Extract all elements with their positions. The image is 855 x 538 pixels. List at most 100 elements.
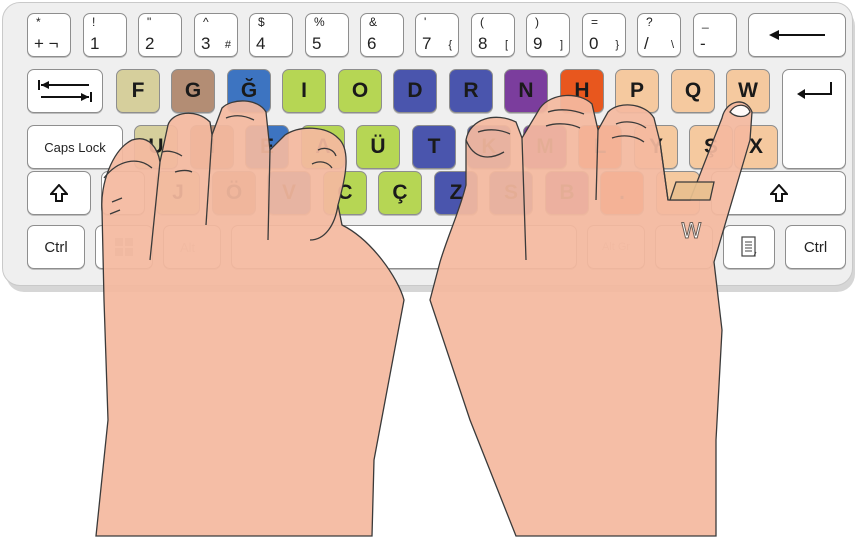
key-top-legend: " <box>147 16 151 29</box>
key-0[interactable]: = 0 } <box>582 13 626 57</box>
key-bottom-legend: 2 <box>145 35 154 53</box>
caps-lock-key[interactable]: Caps Lock <box>27 125 123 169</box>
key-r[interactable]: R <box>449 69 493 113</box>
key-8[interactable]: ( 8 [ <box>471 13 515 57</box>
key-7[interactable]: ' 7 { <box>415 13 459 57</box>
key-k[interactable]: K <box>467 125 511 169</box>
key-asterisk-plus[interactable]: * + ¬ <box>27 13 71 57</box>
shift-arrow-icon <box>50 184 68 202</box>
key-h[interactable]: H <box>560 69 604 113</box>
key-altgr-legend: \ <box>671 39 674 51</box>
shift-arrow-icon <box>770 184 788 202</box>
windows-key[interactable] <box>95 225 153 269</box>
key-s-cedilla[interactable]: Ş <box>689 125 733 169</box>
key-bottom-legend: 3 <box>201 35 210 53</box>
tab-arrows-icon <box>37 79 93 103</box>
key-2[interactable]: " 2 <box>138 13 182 57</box>
key-b[interactable]: B <box>545 171 589 215</box>
key-p[interactable]: P <box>615 69 659 113</box>
key-bottom-legend: 1 <box>90 35 99 53</box>
tab-key[interactable] <box>27 69 103 113</box>
key-3[interactable]: ^ 3 # <box>194 13 238 57</box>
key-comma[interactable] <box>656 171 700 215</box>
key-bottom-legend: + ¬ <box>34 35 59 53</box>
key-y[interactable]: Y <box>634 125 678 169</box>
key-a[interactable]: A <box>301 125 345 169</box>
key-bottom-legend: 6 <box>367 35 376 53</box>
key-s[interactable]: S <box>489 171 533 215</box>
key-j[interactable]: J <box>156 171 200 215</box>
key-n[interactable]: N <box>504 69 548 113</box>
key-top-legend: ^ <box>203 16 209 29</box>
key-top-legend: * <box>36 16 41 29</box>
key-t[interactable]: T <box>412 125 456 169</box>
left-alt-key[interactable]: Alt <box>163 225 221 269</box>
left-arrow-icon <box>767 27 827 43</box>
key-g[interactable]: G <box>171 69 215 113</box>
windows-logo-icon <box>114 237 134 257</box>
key-g-breve[interactable]: Ğ <box>227 69 271 113</box>
menu-key[interactable] <box>723 225 775 269</box>
key-top-legend: ! <box>92 16 95 29</box>
key-o-umlaut[interactable]: Ö <box>212 171 256 215</box>
key-u-umlaut[interactable]: Ü <box>356 125 400 169</box>
key-q[interactable]: Q <box>671 69 715 113</box>
key-period[interactable]: . <box>600 171 644 215</box>
key-f[interactable]: F <box>116 69 160 113</box>
key-c[interactable]: C <box>323 171 367 215</box>
key-v[interactable]: V <box>267 171 311 215</box>
key-bottom-legend: 9 <box>533 35 542 53</box>
context-menu-icon <box>741 236 757 258</box>
enter-arrow-icon <box>795 80 835 100</box>
key-top-legend: & <box>369 16 377 29</box>
key-4[interactable]: $ 4 <box>249 13 293 57</box>
key-bottom-legend: 4 <box>256 35 265 53</box>
key-6[interactable]: & 6 <box>360 13 404 57</box>
key-minus[interactable]: _ - <box>693 13 737 57</box>
key-u[interactable]: U <box>134 125 178 169</box>
key-top-legend: ( <box>480 16 484 29</box>
key-w[interactable]: W <box>726 69 770 113</box>
space-bar[interactable] <box>231 225 577 269</box>
key-altgr-legend: ] <box>560 39 563 51</box>
key-top-legend: $ <box>258 16 265 29</box>
key-top-legend: _ <box>702 16 709 29</box>
key-bottom-legend: 8 <box>478 35 487 53</box>
key-bottom-legend: - <box>700 35 706 53</box>
finger-key-label: W <box>681 219 702 243</box>
key-altgr-legend: [ <box>505 39 508 51</box>
key-bottom-legend: 7 <box>422 35 431 53</box>
key-top-legend: ) <box>535 16 539 29</box>
key-m[interactable]: M <box>523 125 567 169</box>
key-altgr-legend: } <box>615 39 619 51</box>
key-top-legend: ? <box>646 16 653 29</box>
right-ctrl-key[interactable]: Ctrl <box>785 225 846 269</box>
key-i[interactable]: I <box>282 69 326 113</box>
key-bottom-legend: 0 <box>589 35 598 53</box>
key-d[interactable]: D <box>393 69 437 113</box>
alt-gr-key[interactable]: Alt Gr <box>587 225 645 269</box>
key-slash[interactable]: ? / \ <box>637 13 681 57</box>
key-c-cedilla[interactable]: Ç <box>378 171 422 215</box>
key-top-legend: ' <box>424 16 426 29</box>
key-angle[interactable] <box>101 171 145 215</box>
key-altgr-legend: { <box>448 39 452 51</box>
left-shift-key[interactable] <box>27 171 91 215</box>
enter-key[interactable] <box>782 69 846 169</box>
left-ctrl-key[interactable]: Ctrl <box>27 225 85 269</box>
key-e[interactable]: E <box>245 125 289 169</box>
right-shift-key[interactable] <box>711 171 846 215</box>
keyboard: * + ¬ ! 1 " 2 ^ 3 # $ 4 % 5 & 6 ' <box>2 2 853 286</box>
key-9[interactable]: ) 9 ] <box>526 13 570 57</box>
key-z[interactable]: Z <box>434 171 478 215</box>
key-l[interactable]: L <box>578 125 622 169</box>
key-bottom-legend: / <box>644 35 649 53</box>
key-x[interactable]: X <box>734 125 778 169</box>
key-i-dotted[interactable]: İ <box>190 125 234 169</box>
key-top-legend: = <box>591 16 598 29</box>
key-5[interactable]: % 5 <box>305 13 349 57</box>
backspace-key[interactable] <box>748 13 846 57</box>
key-1[interactable]: ! 1 <box>83 13 127 57</box>
key-o[interactable]: O <box>338 69 382 113</box>
